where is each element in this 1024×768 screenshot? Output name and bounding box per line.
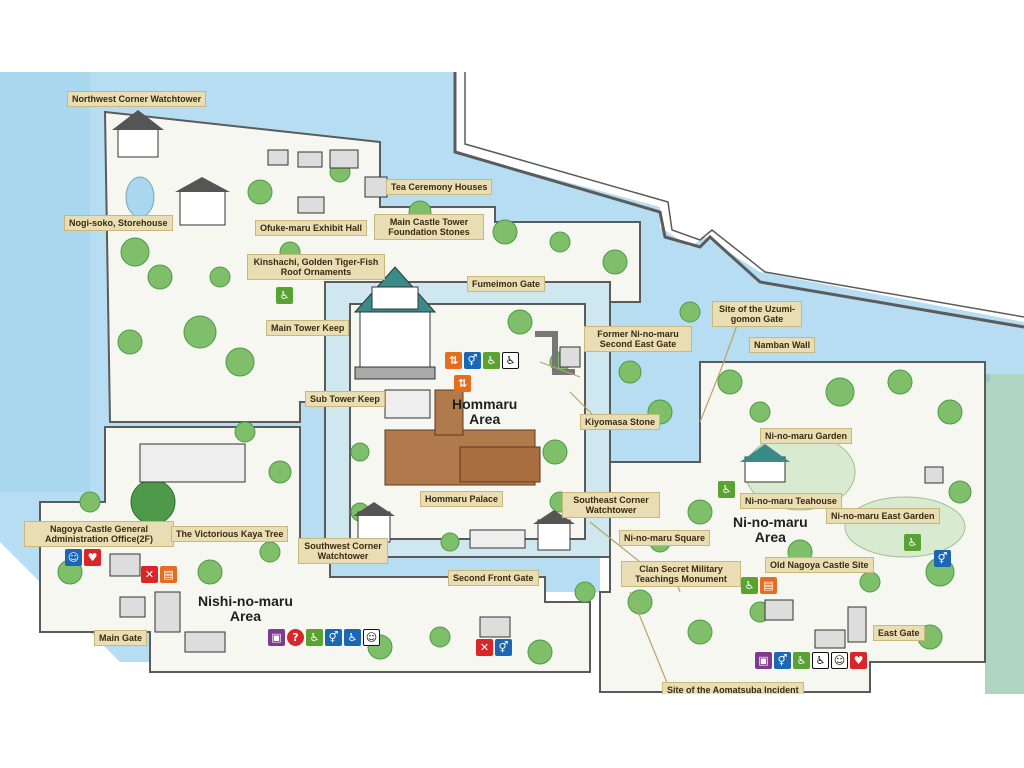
label-main-tower-keep[interactable]: Main Tower Keep [266,320,350,336]
wheelchair-icon: ♿ [502,352,519,369]
label-nogi-soko[interactable]: Nogi-soko, Storehouse [64,215,173,231]
label-east-gate[interactable]: East Gate [873,625,925,641]
label-ninomaru-teahouse[interactable]: Ni-no-maru Teahouse [740,493,842,509]
label-kinshachi[interactable]: Kinshachi, Golden Tiger-Fish Roof Orname… [247,254,385,280]
icons-east-gate: ▣ ⚥ ♿ ♿ ☺ ♥ [755,652,867,669]
hommaru-area-title: Hommaru Area [452,397,517,427]
icons-east-garden-toilet: ⚥ [934,550,951,567]
locker-icon: ▣ [755,652,772,669]
label-fumeimon-gate[interactable]: Fumeimon Gate [467,276,546,292]
label-tea-ceremony-houses[interactable]: Tea Ceremony Houses [386,179,493,195]
aed-icon: ♥ [850,652,867,669]
label-southeast-corner[interactable]: Southeast Corner Watchtower [562,492,660,518]
label-second-front-gate[interactable]: Second Front Gate [448,570,539,586]
icons-sub-tower: ⇅ [454,375,471,392]
aed-icon: ♥ [84,549,101,566]
label-ninomaru-east-garden[interactable]: Ni-no-maru East Garden [826,508,940,524]
ninomaru-area-line1: Ni-no-maru [733,514,808,530]
stroller-icon: ♿ [306,629,323,646]
locker-icon: ▣ [268,629,285,646]
label-aomatsuba-incident[interactable]: Site of the Aomatsuba Incident [662,682,804,694]
info-icon: ? [287,629,304,646]
icons-nishinomaru-facilities: ▣ ? ♿ ⚥ ♿ ☺ [268,629,380,646]
toilet-icon: ⚥ [495,639,512,656]
toilet-icon: ⚥ [464,352,481,369]
icons-main-keep: ♿ [276,287,293,304]
elevator-icon: ⇅ [454,375,471,392]
label-hommaru-palace[interactable]: Hommaru Palace [420,491,504,507]
hommaru-area-line1: Hommaru [452,396,518,412]
castle-map: Hommaru Area Ni-no-maru Area Nishi-no-ma… [0,72,1024,694]
toilet-icon: ⚥ [325,629,342,646]
nishinomaru-area-line2: Area [229,608,262,624]
stroller-icon: ♿ [483,352,500,369]
nishinomaru-area-title: Nishi-no-maru Area [198,594,293,624]
ninomaru-area-title: Ni-no-maru Area [733,515,808,545]
map-base [0,72,1024,694]
label-ninomaru-square[interactable]: Ni-no-maru Square [619,530,711,546]
icons-old-castle-site: ♿ ▤ [741,577,777,594]
label-ofuke-maru[interactable]: Ofuke-maru Exhibit Hall [255,220,368,236]
shop-icon: ▤ [760,577,777,594]
label-sub-tower-keep[interactable]: Sub Tower Keep [305,391,385,407]
ni-no-maru-grounds [599,361,986,693]
stroller-icon: ♿ [276,287,293,304]
icons-east-garden: ♿ [904,534,921,551]
nishinomaru-area-line1: Nishi-no-maru [198,593,293,609]
wheelchair-icon: ♿ [344,629,361,646]
label-main-gate[interactable]: Main Gate [94,630,148,646]
restaurant-icon: ✕ [476,639,493,656]
icons-front-gate-area: ✕ ⚥ [476,639,512,656]
label-nagoya-admin[interactable]: Nagoya Castle General Administration Off… [24,521,174,547]
restaurant-icon: ✕ [141,566,158,583]
label-ninomaru-garden[interactable]: Ni-no-maru Garden [760,428,853,444]
label-former-ninomaru-gate[interactable]: Former Ni-no-maru Second East Gate [584,326,692,352]
stroller-icon: ♿ [904,534,921,551]
baby-care-icon: ☺ [65,549,82,566]
wheelchair-icon: ♿ [812,652,829,669]
label-main-castle-tower-foundation[interactable]: Main Castle Tower Foundation Stones [374,214,484,240]
shop-icon: ▤ [160,566,177,583]
buildings [109,110,944,653]
stroller-icon: ♿ [741,577,758,594]
label-site-uzumigomon[interactable]: Site of the Uzumi-gomon Gate [712,301,802,327]
toilet-icon: ⚥ [774,652,791,669]
icons-teahouse: ♿ [718,481,735,498]
label-victorious-kaya[interactable]: The Victorious Kaya Tree [171,526,289,542]
label-namban-wall[interactable]: Namban Wall [749,337,816,353]
toilet-icon: ⚥ [934,550,951,567]
hommaru-area-line2: Area [469,411,501,427]
label-old-nagoya-castle-site[interactable]: Old Nagoya Castle Site [765,557,874,573]
ninomaru-area-line2: Area [754,529,786,545]
icons-admin: ☺ ♥ [65,549,101,566]
elevator-icon: ⇅ [445,352,462,369]
label-northwest-corner-watchtower[interactable]: Northwest Corner Watchtower [67,91,207,107]
stroller-icon: ♿ [793,652,810,669]
icons-nishinomaru-food: ✕ ▤ [141,566,177,583]
baby-care-icon: ☺ [363,629,380,646]
label-clan-secret-monument[interactable]: Clan Secret Military Teachings Monument [621,561,741,587]
label-southwest-corner[interactable]: Southwest Corner Watchtower [298,538,388,564]
trees [57,161,972,665]
label-kiyomasa-stone[interactable]: Kiyomasa Stone [580,414,661,430]
baby-care-icon: ☺ [831,652,848,669]
icons-hommaru: ⇅ ⚥ ♿ ♿ [445,352,519,369]
stroller-icon: ♿ [718,481,735,498]
